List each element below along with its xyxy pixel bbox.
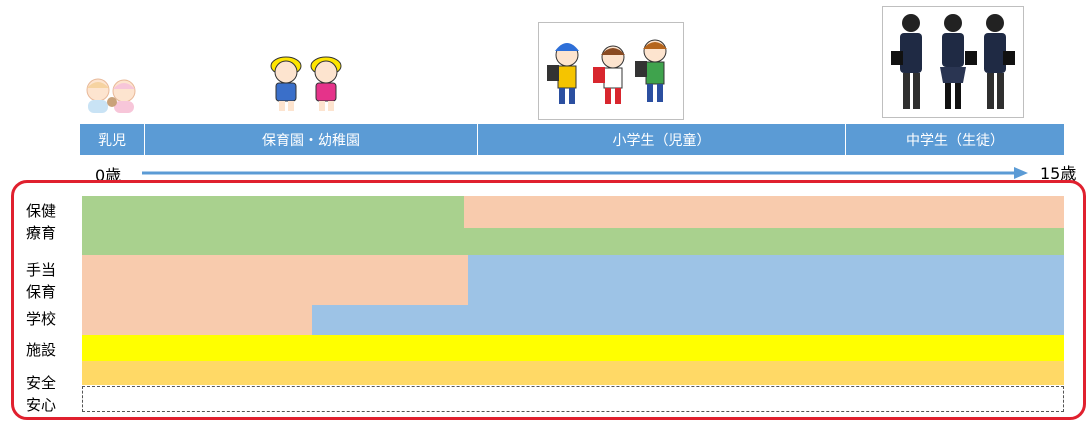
stage-preschool: 保育園・幼稚園 <box>145 124 478 155</box>
band-anzen-gold <box>82 361 1064 385</box>
band-gakko-peach <box>82 305 312 335</box>
stage-junior-high: 中学生（生徒） <box>846 124 1064 155</box>
band-anzen-empty <box>82 386 1064 412</box>
band-teate-peach <box>82 255 468 305</box>
category-teate: 手当 保育 <box>26 261 57 301</box>
junior-high-students-icon <box>891 14 1015 109</box>
schoolchildren-frame <box>538 22 684 120</box>
category-anzen: 安全 安心 <box>26 374 57 414</box>
stage-infant: 乳児 <box>80 124 145 155</box>
category-hoken: 保健 療育 <box>26 202 57 242</box>
band-teate-blue <box>468 255 1064 305</box>
band-hoken-green-left <box>82 196 464 255</box>
schoolchildren-icon <box>547 39 667 104</box>
kindergarteners-icon <box>270 56 342 111</box>
band-shisetsu-yellow <box>82 335 1064 361</box>
babies-icon <box>86 78 136 113</box>
age-end-label: 15歳 <box>1040 164 1077 183</box>
service-panel <box>11 180 1086 420</box>
category-gakko: 学校 <box>26 310 57 328</box>
category-shisetsu: 施設 <box>26 341 57 359</box>
stage-elementary: 小学生（児童） <box>478 124 846 155</box>
band-hoken-peach-right <box>464 196 1064 228</box>
band-hoken-green-right <box>464 228 1064 255</box>
age-arrow <box>142 167 1028 179</box>
junior-high-frame <box>882 6 1024 118</box>
band-gakko-blue <box>312 305 1064 335</box>
stage-header: 乳児 保育園・幼稚園 小学生（児童） 中学生（生徒） <box>80 124 1064 155</box>
